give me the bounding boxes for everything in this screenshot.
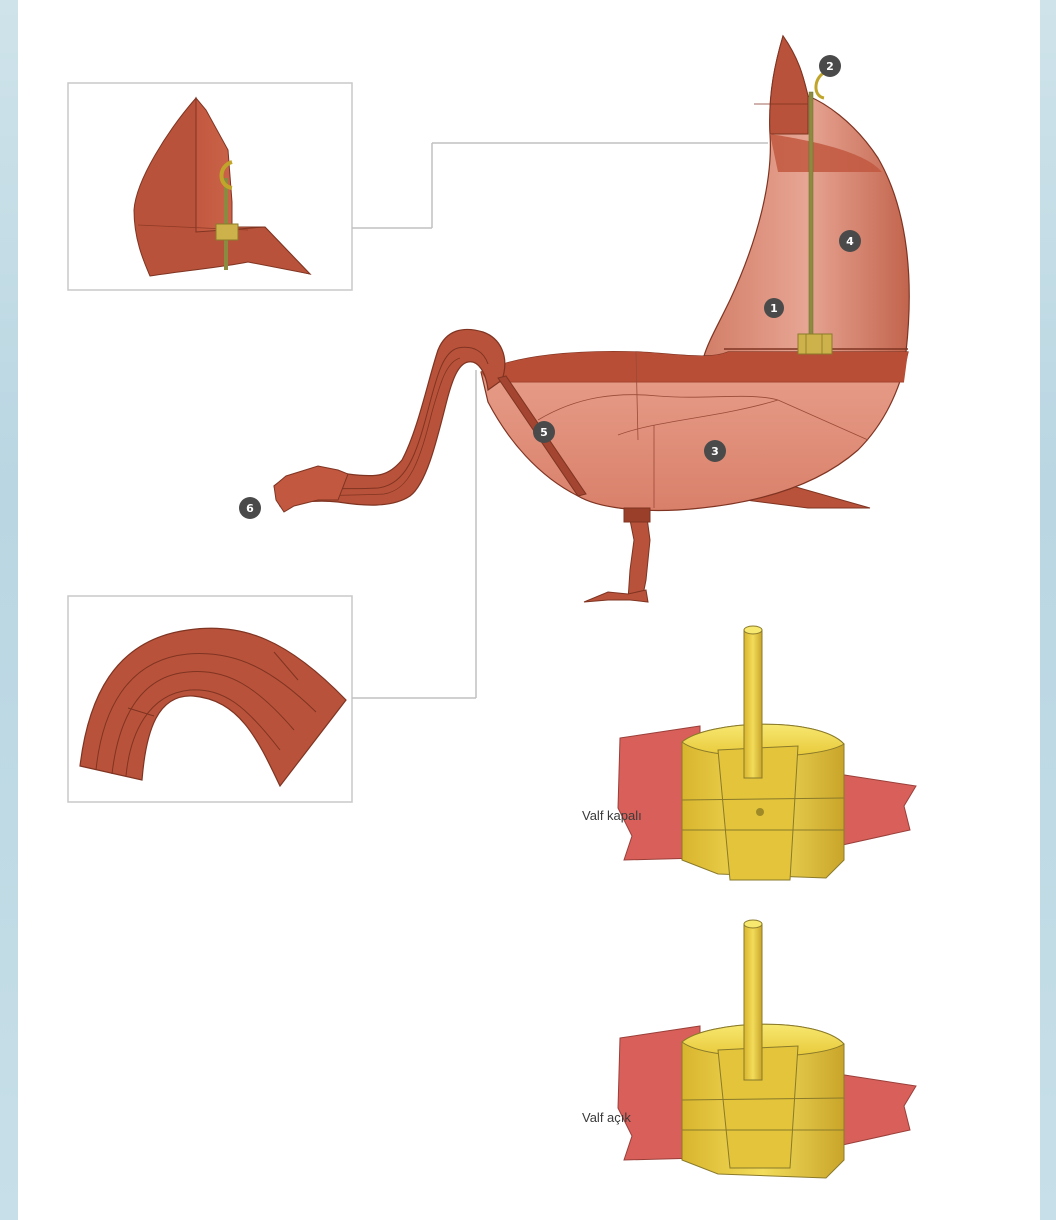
body-top-band: [481, 352, 908, 382]
callout-1-number: 1: [770, 302, 778, 315]
callout-3-number: 3: [711, 445, 719, 458]
callout-1: 1: [764, 298, 784, 318]
valve-closed-flange-right: [838, 774, 916, 846]
callout-6: 6: [239, 497, 261, 519]
valve-closed-label: Valf kapalı: [582, 808, 642, 823]
valve-open-label: Valf açık: [582, 1110, 631, 1125]
valve-open-stem: [744, 924, 762, 1080]
valve-closed-port: [756, 808, 764, 816]
callout-5-number: 5: [540, 426, 548, 439]
inset-valve-block: [216, 224, 238, 240]
callout-3: 3: [704, 440, 726, 462]
callout-4-number: 4: [846, 235, 854, 248]
swan-leg: [628, 510, 650, 600]
hook-icon: [816, 72, 826, 98]
inset-tail-detail: [68, 83, 768, 290]
callout-2: 2: [819, 55, 841, 77]
callout-2-number: 2: [826, 60, 834, 73]
swan-vessel: [274, 36, 909, 602]
valve-open-flange-right: [838, 1074, 916, 1146]
valve-block: [798, 334, 832, 354]
swan-foot: [584, 590, 648, 602]
callout-4: 4: [839, 230, 861, 252]
tail-tip: [770, 36, 808, 134]
callout-5: 5: [533, 421, 555, 443]
callout-6-number: 6: [246, 502, 254, 515]
valve-closed-stem: [744, 630, 762, 778]
valve-rod: [809, 92, 813, 344]
valve-open-illustration: Valf açık: [582, 920, 916, 1178]
figure-page: 1 2 3 4 5 6 Valf kapalı: [18, 0, 1040, 1220]
valve-closed-illustration: Valf kapalı: [582, 626, 916, 880]
swan-vessel-diagram: 1 2 3 4 5 6 Valf kapalı: [18, 0, 1040, 1220]
swan-tail: [704, 36, 909, 356]
swan-head: [274, 466, 348, 512]
